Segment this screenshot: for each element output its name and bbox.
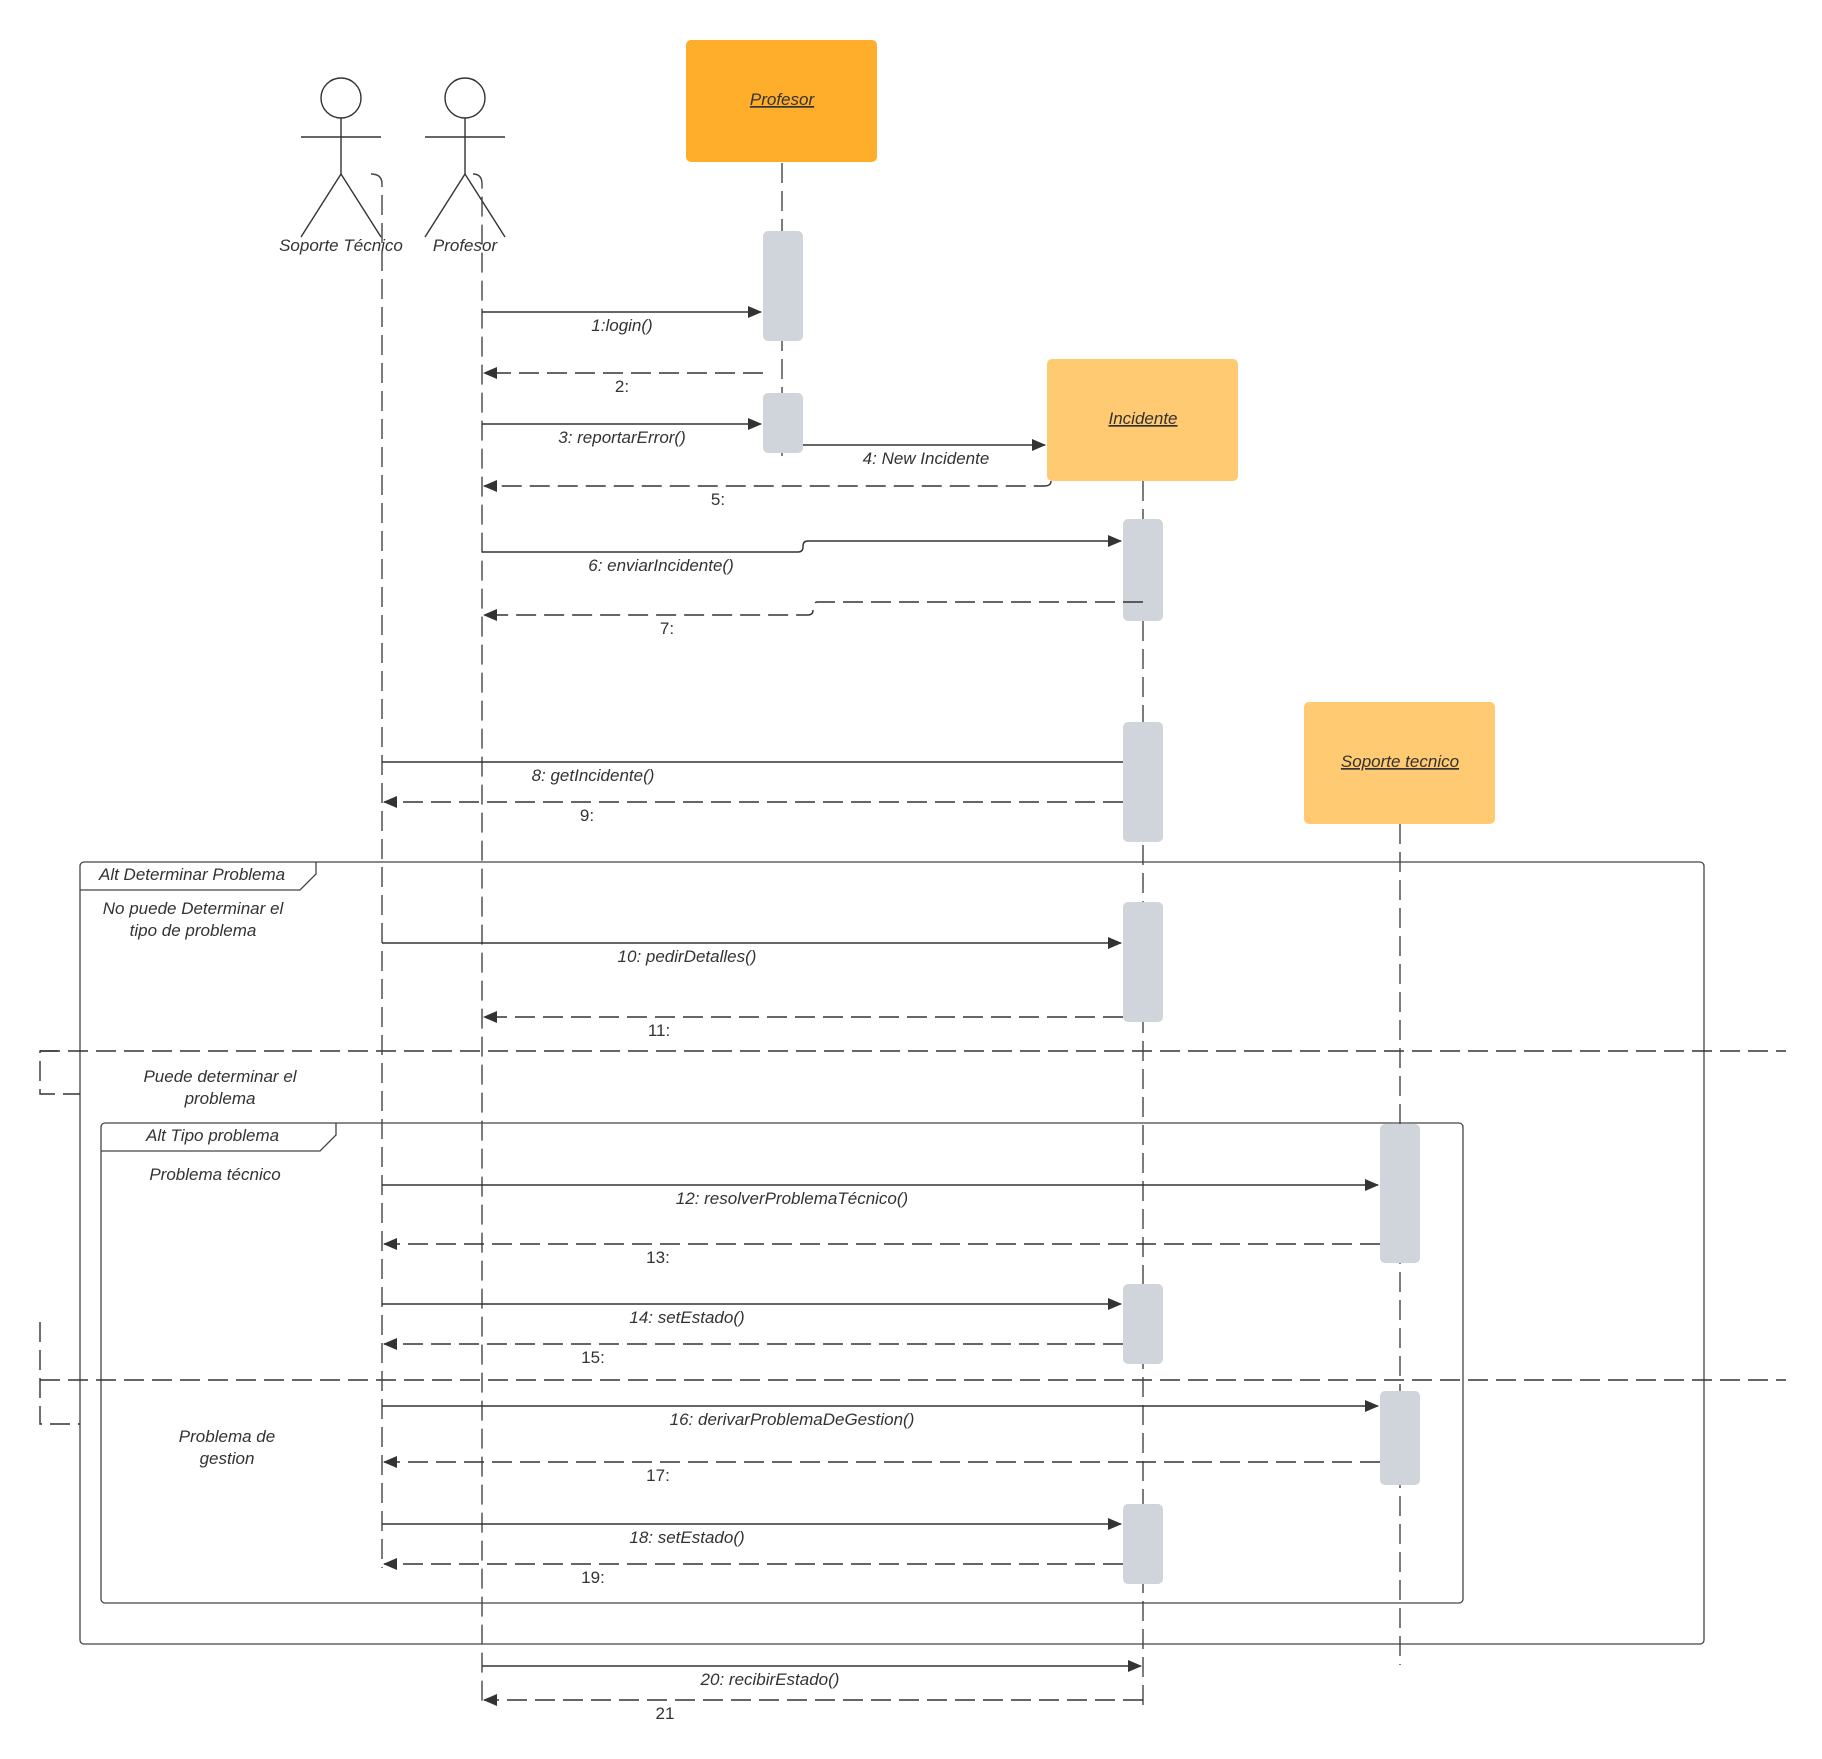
guard-label: tipo de problema — [130, 921, 257, 940]
activation-bar — [1123, 1284, 1163, 1364]
message-label: 11: — [648, 1021, 670, 1040]
activation-bar — [1123, 722, 1163, 842]
object-label: Profesor — [750, 90, 816, 109]
alt-fragment-tipo-problema: Alt Tipo problema Problema técnico Probl… — [39, 1122, 1786, 1604]
message-label: 14: setEstado() — [629, 1308, 744, 1327]
lifeline-profesor — [472, 173, 483, 1708]
message-label: 5: — [711, 490, 725, 509]
message-label: 4: New Incidente — [863, 449, 990, 468]
message-label: 15: — [581, 1348, 605, 1367]
fragment-title: Alt Tipo problema — [145, 1126, 279, 1145]
guard-label: Problema técnico — [149, 1165, 280, 1184]
object-box — [1047, 359, 1238, 481]
message-label: 2: — [615, 377, 629, 396]
message-label: 18: setEstado() — [629, 1528, 744, 1547]
guard-label: gestion — [200, 1449, 255, 1468]
object-profesor: Profesor — [686, 40, 877, 162]
message-label: 3: reportarError() — [558, 428, 686, 447]
message-label: 8: getIncidente() — [532, 766, 655, 785]
object-incidente: Incidente — [1047, 359, 1238, 481]
activation-bar — [1123, 902, 1163, 1022]
object-label: Incidente — [1109, 409, 1178, 428]
message-label: 10: pedirDetalles() — [618, 947, 757, 966]
message-label: 21 — [656, 1704, 675, 1723]
activation-bar — [1123, 1504, 1163, 1584]
messages: 1:login() 2: 3: reportarError() 4: New I… — [382, 306, 1380, 1723]
actor-head — [444, 77, 486, 119]
activation-bar — [763, 231, 803, 341]
guard-label: Puede determinar el — [143, 1067, 297, 1086]
guard-label: problema — [184, 1089, 256, 1108]
separator-bracket — [39, 1322, 80, 1425]
message-label: 20: recibirEstado() — [700, 1670, 840, 1689]
alt-fragment-determinar-problema: Alt Determinar Problema No puede Determi… — [39, 861, 1786, 1645]
message-label: 17: — [646, 1466, 670, 1485]
return-arrow — [483, 601, 1143, 621]
actor-head — [320, 77, 362, 119]
lifeline-soporte-tecnico — [370, 173, 383, 1568]
object-box — [686, 40, 877, 162]
object-soporte-tecnico: Soporte tecnico — [1304, 702, 1495, 824]
lifelines — [370, 163, 1401, 1708]
object-box — [1304, 702, 1495, 824]
separator-bracket — [39, 1050, 80, 1095]
message-label: 19: — [581, 1568, 605, 1587]
message-label: 16: derivarProblemaDeGestion() — [670, 1410, 915, 1429]
fragment-title: Alt Determinar Problema — [98, 865, 285, 884]
message-label: 7: — [660, 619, 674, 638]
message-label: 13: — [646, 1248, 670, 1267]
object-label: Soporte tecnico — [1341, 752, 1459, 771]
return-arrow — [483, 480, 1052, 492]
guard-label: Problema de — [179, 1427, 275, 1446]
message-label: 9: — [580, 806, 594, 825]
activation-bars — [763, 231, 1420, 1584]
activation-bar — [1380, 1124, 1420, 1263]
actor-profesor: Profesor — [424, 77, 506, 255]
message-label: 1:login() — [591, 316, 652, 335]
actor-label: Profesor — [433, 236, 499, 255]
message-arrow — [482, 535, 1122, 553]
activation-bar — [1123, 519, 1163, 621]
actor-soporte-tecnico: Soporte Técnico — [279, 77, 403, 255]
message-label: 6: enviarIncidente() — [588, 556, 734, 575]
guard-label: No puede Determinar el — [103, 899, 285, 918]
message-label: 12: resolverProblemaTécnico() — [676, 1189, 908, 1208]
activation-bar — [1380, 1391, 1420, 1485]
actor-label: Soporte Técnico — [279, 236, 403, 255]
activation-bar — [763, 393, 803, 453]
